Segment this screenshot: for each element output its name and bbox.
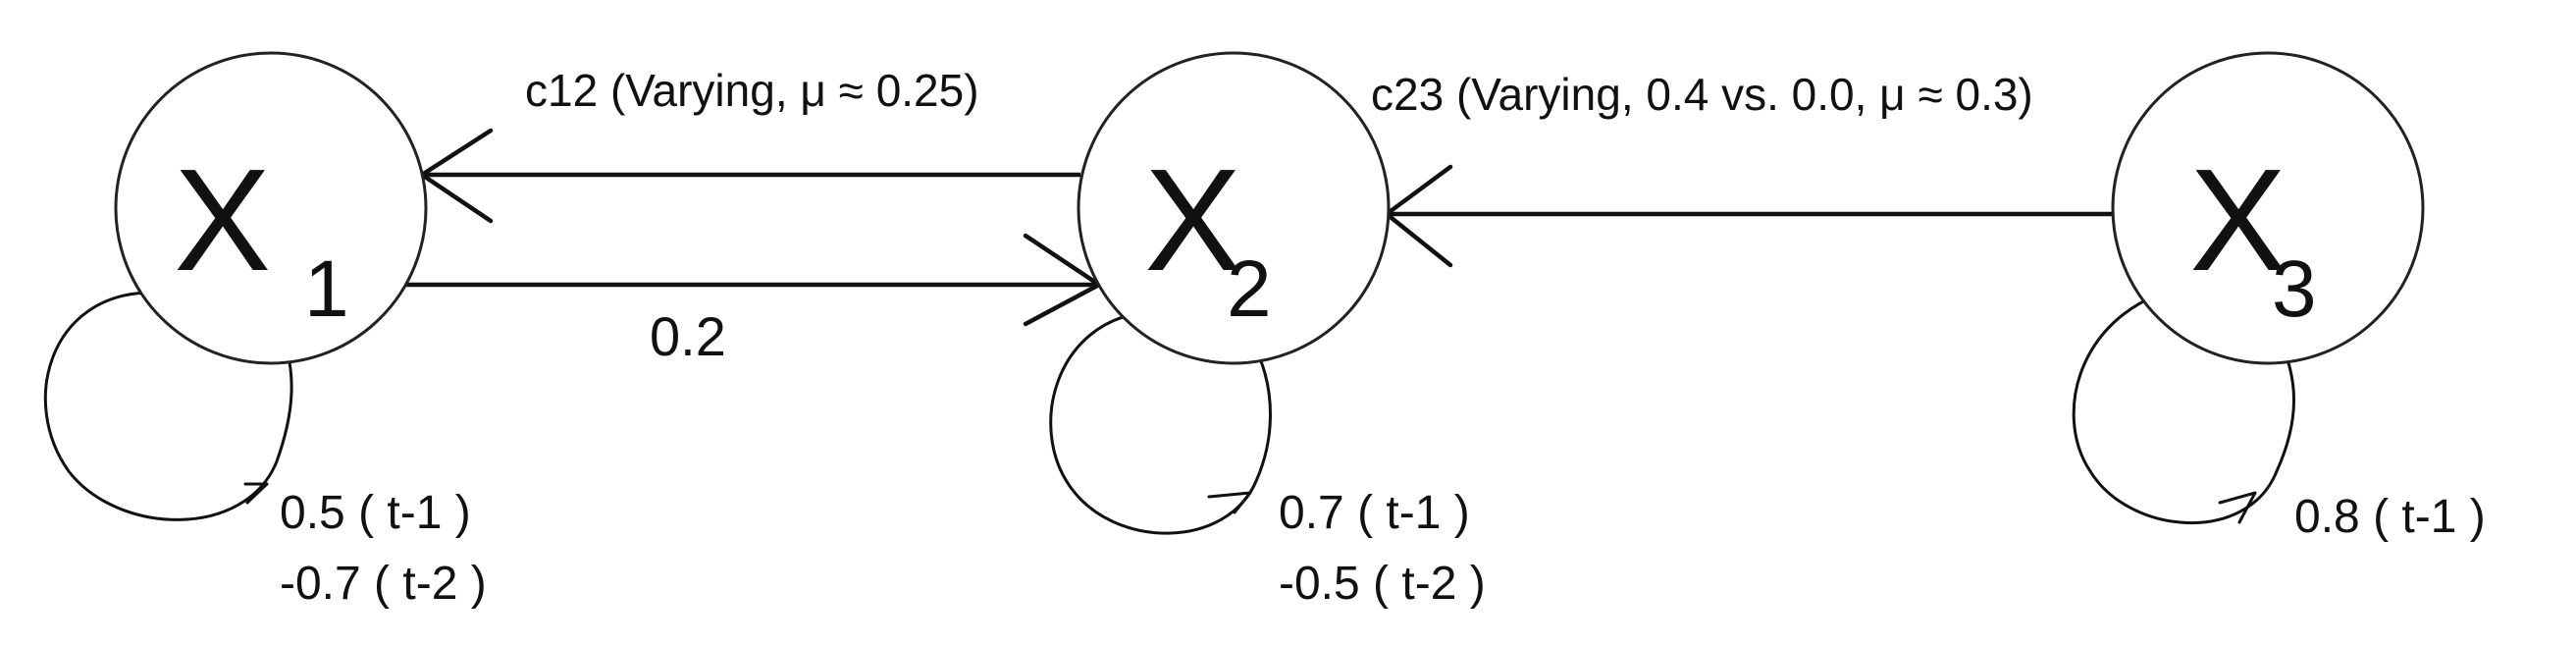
self-loop-x1 <box>43 291 293 521</box>
edge-label-x1-to-x2: 0.2 <box>650 305 726 367</box>
self-loop-x2 <box>1049 310 1272 535</box>
edge-label-c12: c12 (Varying, μ ≈ 0.25) <box>525 65 979 116</box>
node-x2-subscript: 2 <box>1227 244 1272 334</box>
node-x3: X 3 <box>2111 51 2425 365</box>
node-x1-subscript: 1 <box>304 244 349 334</box>
edge-x1-to-x2 <box>404 233 1102 327</box>
self-loop-x1-lag2: -0.7 ( t-2 ) <box>280 558 487 610</box>
edge-x3-to-x2 <box>1384 164 2112 268</box>
node-x2: X 2 <box>1077 51 1391 365</box>
self-loop-x1-lag1: 0.5 ( t-1 ) <box>280 487 471 539</box>
node-x3-letter: X <box>2189 139 2287 301</box>
edge-label-c23: c23 (Varying, 0.4 vs. 0.0, μ ≈ 0.3) <box>1371 69 2033 120</box>
node-x3-subscript: 3 <box>2272 244 2317 334</box>
node-x2-letter: X <box>1144 139 1241 301</box>
self-loop-x3 <box>2072 283 2295 525</box>
self-loop-x3-lag1: 0.8 ( t-1 ) <box>2294 491 2486 543</box>
self-loop-x2-lag1: 0.7 ( t-1 ) <box>1279 487 1470 539</box>
node-x1-letter: X <box>174 139 271 301</box>
edge-x2-to-x1 <box>419 128 1080 224</box>
node-x1: X 1 <box>114 51 428 365</box>
self-loop-x2-lag2: -0.5 ( t-2 ) <box>1279 558 1486 610</box>
